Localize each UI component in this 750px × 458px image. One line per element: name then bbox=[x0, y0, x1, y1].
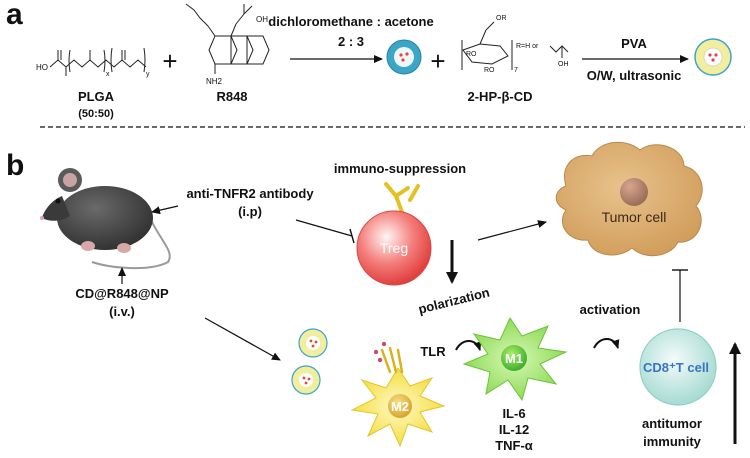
antibody-label: anti-TNFR2 antibody bbox=[186, 186, 314, 201]
arrow-antibody-to-mouse bbox=[151, 205, 179, 215]
r848-nh2-text: NH2 bbox=[206, 77, 223, 86]
r848-cd-particle bbox=[386, 39, 422, 75]
plga-x-text: x bbox=[106, 71, 110, 78]
cd-ro-text: RO bbox=[466, 51, 477, 58]
treg-label: Treg bbox=[380, 240, 408, 256]
cd-r-definition: R=H or bbox=[516, 43, 539, 50]
treg-cell: Treg bbox=[356, 210, 432, 286]
tlr-label: TLR bbox=[420, 344, 446, 359]
process-label: O/W, ultrasonic bbox=[587, 68, 682, 83]
plga-label: PLGA bbox=[78, 89, 115, 104]
antibody-route: (i.p) bbox=[238, 204, 262, 219]
nanoparticle-pair bbox=[291, 328, 328, 395]
immunity-label: immunity bbox=[643, 434, 702, 449]
arrow-treg-to-tumor bbox=[477, 220, 547, 241]
plga-y-text: y bbox=[146, 71, 150, 78]
cytokine-il12: IL-12 bbox=[499, 422, 529, 437]
cytokine-il6: IL-6 bbox=[502, 406, 525, 421]
cd-oh-text: OH bbox=[558, 61, 569, 68]
solvent-label: dichloromethane : acetone bbox=[268, 14, 433, 29]
plus-sign-1: + bbox=[162, 46, 177, 76]
m2-macrophage: M2 bbox=[350, 341, 446, 448]
plga-ho-text: HO bbox=[36, 63, 48, 72]
m1-macrophage: M1 bbox=[462, 316, 568, 402]
cd-structure: OR RO RO 7 R=H or OH bbox=[461, 15, 569, 74]
cd-ro-text-2: RO bbox=[484, 67, 495, 74]
tumor-label: Tumor cell bbox=[602, 209, 667, 225]
arrow-np-to-particles bbox=[204, 317, 281, 361]
cd-label: 2-HP-β-CD bbox=[468, 89, 533, 104]
mouse-illustration bbox=[40, 168, 171, 270]
pva-label: PVA bbox=[621, 36, 647, 51]
r848-oh-text: OH bbox=[256, 15, 268, 24]
immuno-suppression-label: immuno-suppression bbox=[334, 161, 466, 176]
cd-n-text: 7 bbox=[514, 67, 518, 74]
curved-arrow-activation bbox=[593, 338, 620, 349]
m1-label: M1 bbox=[505, 351, 523, 366]
final-nanoparticle bbox=[694, 38, 732, 76]
r848-label: R848 bbox=[216, 89, 247, 104]
np-label: CD@R848@NP bbox=[75, 286, 169, 301]
cd8-label: CD8⁺T cell bbox=[643, 360, 709, 375]
inhibit-line-antibody-treg bbox=[295, 219, 353, 237]
tumor-cell: Tumor cell bbox=[555, 141, 703, 257]
panel-b-letter: b bbox=[6, 149, 24, 182]
polarization-label: polarization bbox=[417, 285, 491, 317]
cd-or-text: OR bbox=[496, 15, 507, 22]
np-route: (i.v.) bbox=[109, 304, 135, 319]
r848-structure: OH NH2 bbox=[185, 3, 270, 86]
panel-a-letter: a bbox=[6, 0, 23, 31]
antitumor-label: antitumor bbox=[642, 416, 702, 431]
cytokine-tnfa: TNF-α bbox=[495, 438, 533, 453]
m2-label: M2 bbox=[391, 399, 409, 414]
curved-arrow-polarization bbox=[455, 340, 482, 351]
plus-sign-2: + bbox=[430, 46, 445, 76]
activation-label: activation bbox=[580, 302, 641, 317]
inhibit-bar-treg bbox=[349, 228, 355, 244]
cd8-t-cell: CD8⁺T cell bbox=[639, 328, 717, 406]
solvent-ratio: 2 : 3 bbox=[338, 34, 364, 49]
plga-ratio: (50:50) bbox=[78, 108, 114, 120]
plga-structure: HO x y bbox=[36, 47, 150, 78]
antibody-icon bbox=[384, 182, 420, 214]
